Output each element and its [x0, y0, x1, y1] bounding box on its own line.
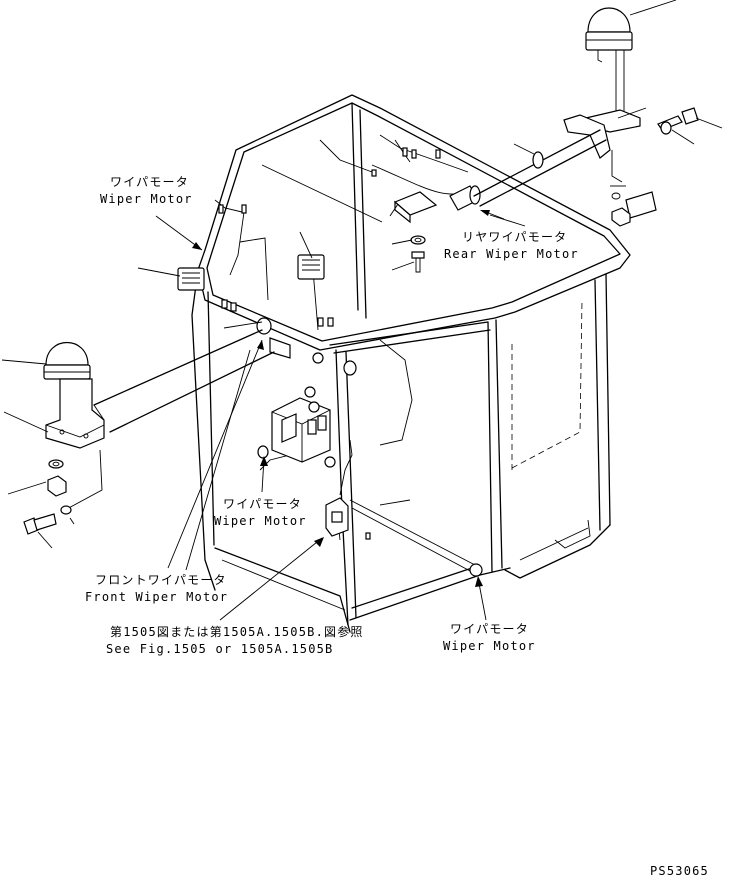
label-wiper-motor-mid-jp: ワイパモータ	[223, 497, 302, 511]
label-wiper-motor-top-jp: ワイパモータ	[110, 175, 189, 189]
label-wiper-motor-right-jp: ワイパモータ	[450, 622, 529, 636]
connectors	[218, 147, 441, 540]
left-beacon-assembly	[23, 329, 275, 535]
label-rear-wiper-en: Rear Wiper Motor	[444, 247, 579, 261]
relay-box	[393, 191, 438, 224]
bolt	[411, 251, 425, 273]
label-front-wiper-en: Front Wiper Motor	[85, 590, 228, 604]
door-wiper-motor	[325, 497, 349, 537]
leader-lines	[1, 0, 723, 549]
cab-frame	[191, 94, 631, 633]
right-beacon-assembly	[473, 7, 699, 227]
label-wiper-motor-top-en: Wiper Motor	[100, 192, 193, 206]
label-front-wiper-jp: フロントワイパモータ	[95, 573, 227, 587]
text-labels: ワイパモータ Wiper Motor リヤワイパモータ Rear Wiper M…	[85, 175, 709, 878]
label-see-fig-jp: 第1505図または第1505A.1505B.図参照	[110, 624, 364, 639]
washer	[410, 235, 426, 245]
washer-right	[660, 121, 672, 135]
nut-left	[47, 475, 67, 497]
grommet	[532, 151, 544, 169]
small-part	[343, 360, 357, 376]
washer-tank	[271, 397, 331, 463]
label-wiper-motor-mid-en: Wiper Motor	[214, 514, 307, 528]
pointer-arrows	[155, 210, 526, 621]
components	[177, 147, 483, 577]
washer-left	[48, 459, 64, 469]
label-rear-wiper-jp: リヤワイパモータ	[462, 230, 567, 244]
work-lamp-left	[177, 267, 205, 291]
rear-wiper-motor	[449, 185, 481, 211]
label-see-fig-en: See Fig.1505 or 1505A.1505B	[106, 642, 333, 656]
bolt-left	[23, 513, 57, 535]
washer-left-lower	[60, 505, 72, 515]
label-wiper-motor-right-en: Wiper Motor	[443, 639, 536, 653]
nut-right	[611, 207, 631, 227]
right-wiper-motor	[469, 563, 483, 577]
work-lamp-centre	[297, 254, 325, 280]
part-code: PS53065	[650, 864, 709, 878]
